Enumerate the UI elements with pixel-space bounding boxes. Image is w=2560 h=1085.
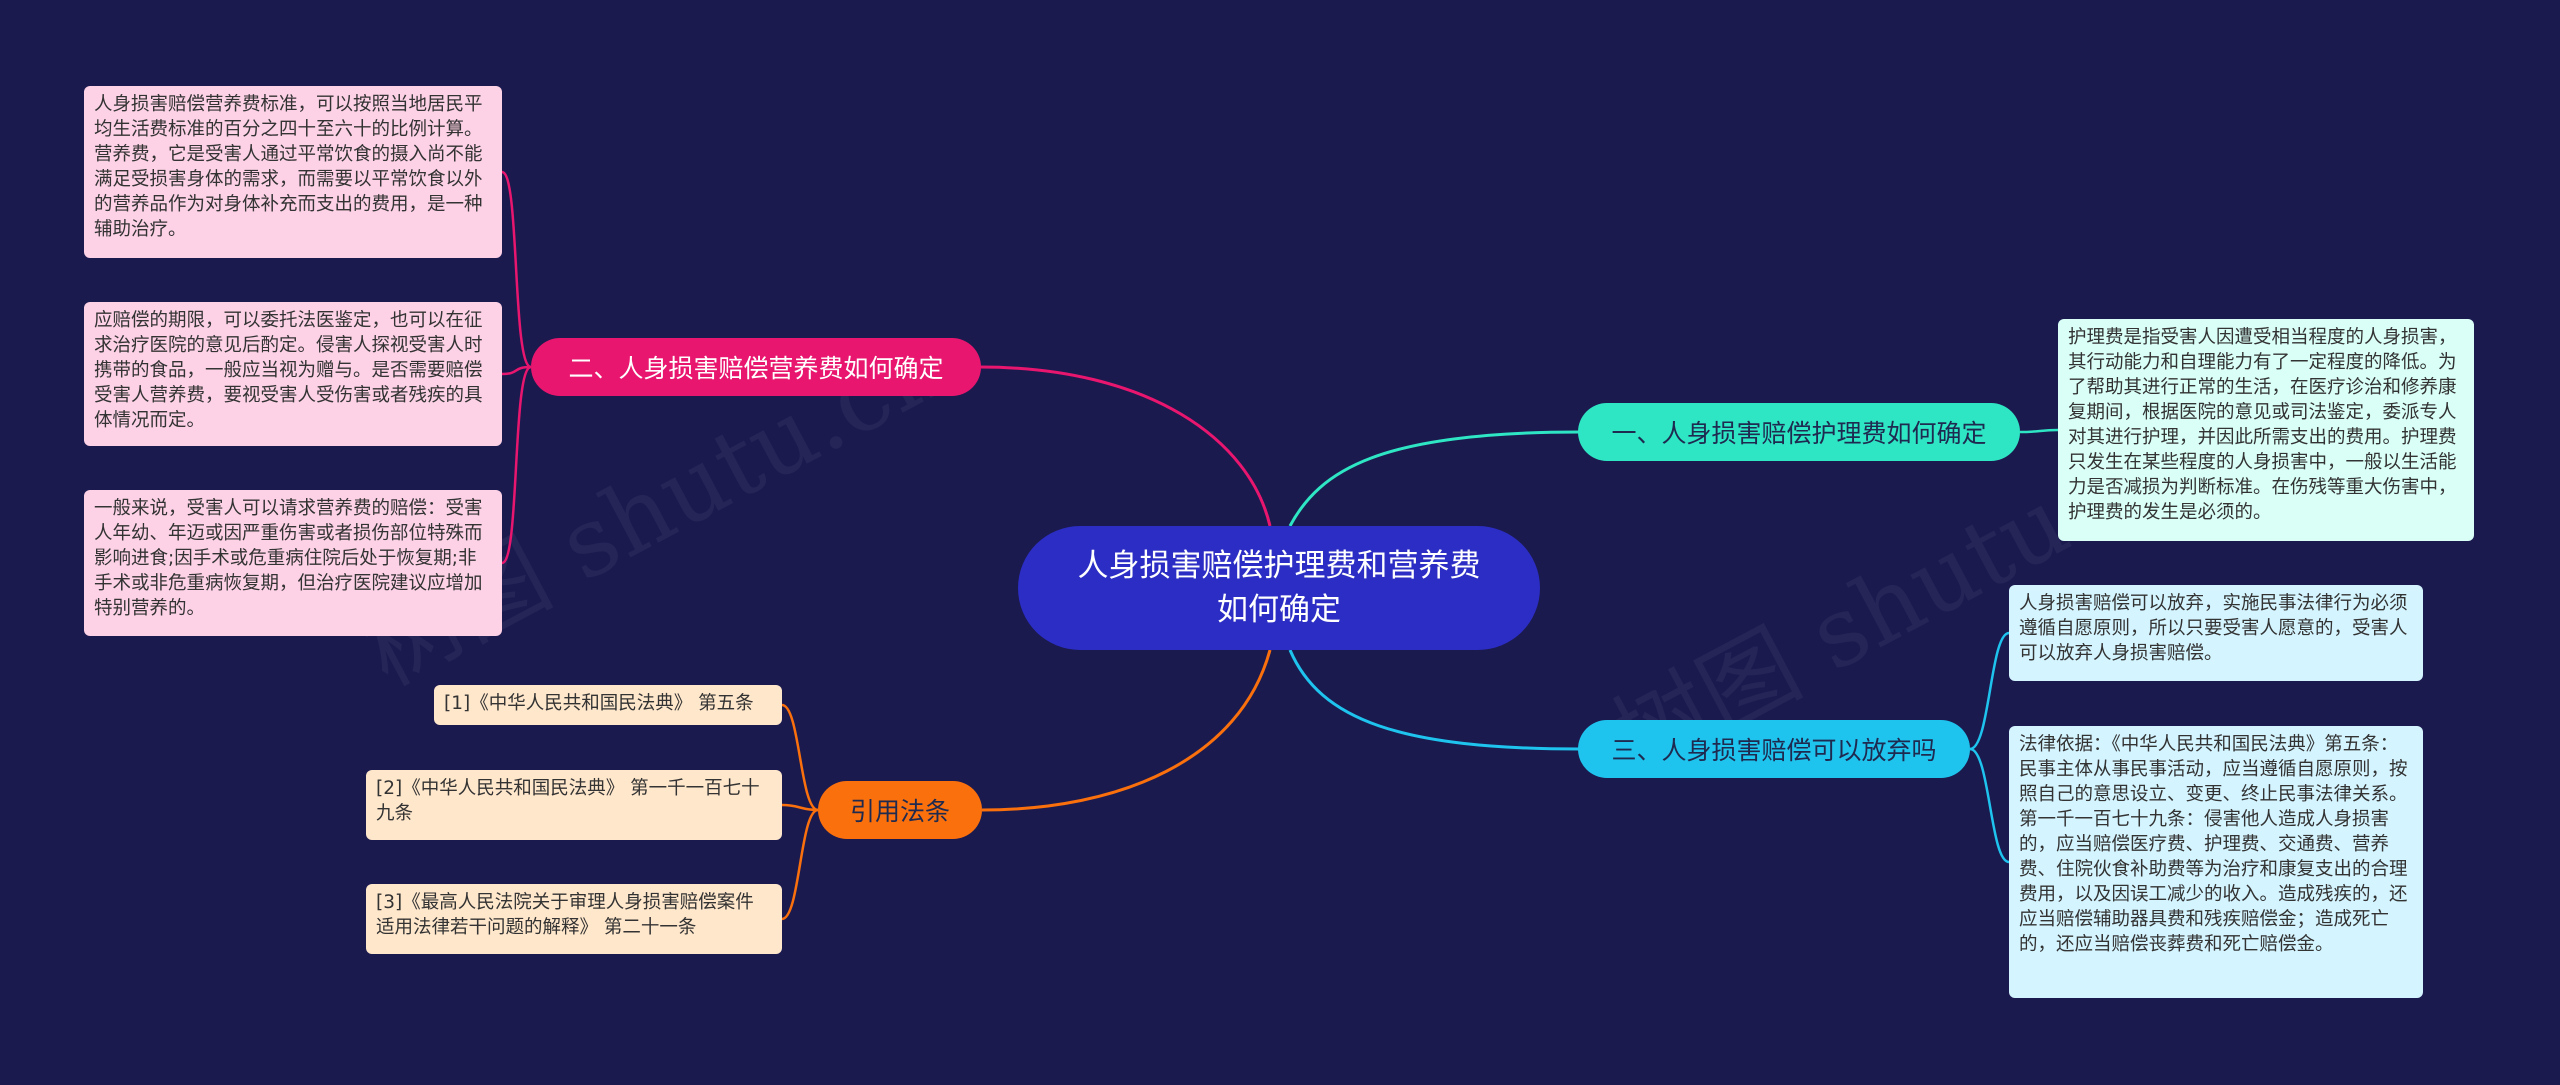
branch-waiver[interactable]: 三、人身损害赔偿可以放弃吗 <box>1578 720 1970 778</box>
link-nutrition-leaf-c <box>501 365 532 565</box>
link-waiver-leaf-b <box>1969 747 2010 864</box>
branch-citations[interactable]: 引用法条 <box>818 781 982 839</box>
leaf-nutrition-conditions[interactable]: 一般来说，受害人可以请求营养费的赔偿：受害人年幼、年迈或因严重伤害或者损伤部位特… <box>84 490 502 636</box>
link-nutrition-leaf-a <box>501 170 532 369</box>
leaf-nursing-detail[interactable]: 护理费是指受害人因遭受相当程度的人身损害，其行动能力和自理能力有了一定程度的降低… <box>2058 319 2474 541</box>
branch-nursing-fee[interactable]: 一、人身损害赔偿护理费如何确定 <box>1578 403 2020 461</box>
leaf-waiver-legal-basis[interactable]: 法律依据：《中华人民共和国民法典》第五条：民事主体从事民事活动，应当遵循自愿原则… <box>2009 726 2423 998</box>
link-nutrition-leaf-b <box>501 365 532 376</box>
link-waiver-leaf-a <box>1969 631 2010 751</box>
link-root-waiver <box>1288 649 1581 751</box>
leaf-citation-2[interactable]: [2]《中华人民共和国民法典》 第一千一百七十九条 <box>366 770 782 840</box>
branch-nutrition-fee[interactable]: 二、人身损害赔偿营养费如何确定 <box>531 338 981 396</box>
link-citation-3 <box>781 808 819 921</box>
leaf-citation-3[interactable]: [3]《最高人民法院关于审理人身损害赔偿案件适用法律若干问题的解释》 第二十一条 <box>366 884 782 954</box>
link-root-citations <box>981 649 1272 812</box>
link-nursing-leaf <box>2019 428 2059 434</box>
link-citation-2 <box>781 803 819 812</box>
link-citation-1 <box>781 703 819 812</box>
leaf-nutrition-period[interactable]: 应赔偿的期限，可以委托法医鉴定，也可以在征求治疗医院的意见后酌定。侵害人探视受害… <box>84 302 502 446</box>
link-root-nursing <box>1288 430 1581 527</box>
leaf-citation-1[interactable]: [1]《中华人民共和国民法典》 第五条 <box>434 685 782 725</box>
root-topic[interactable]: 人身损害赔偿护理费和营养费如何确定 <box>1018 526 1540 650</box>
leaf-waiver-answer[interactable]: 人身损害赔偿可以放弃，实施民事法律行为必须遵循自愿原则，所以只要受害人愿意的，受… <box>2009 585 2423 681</box>
link-root-nutrition <box>979 365 1272 527</box>
leaf-nutrition-standard[interactable]: 人身损害赔偿营养费标准，可以按照当地居民平均生活费标准的百分之四十至六十的比例计… <box>84 86 502 258</box>
